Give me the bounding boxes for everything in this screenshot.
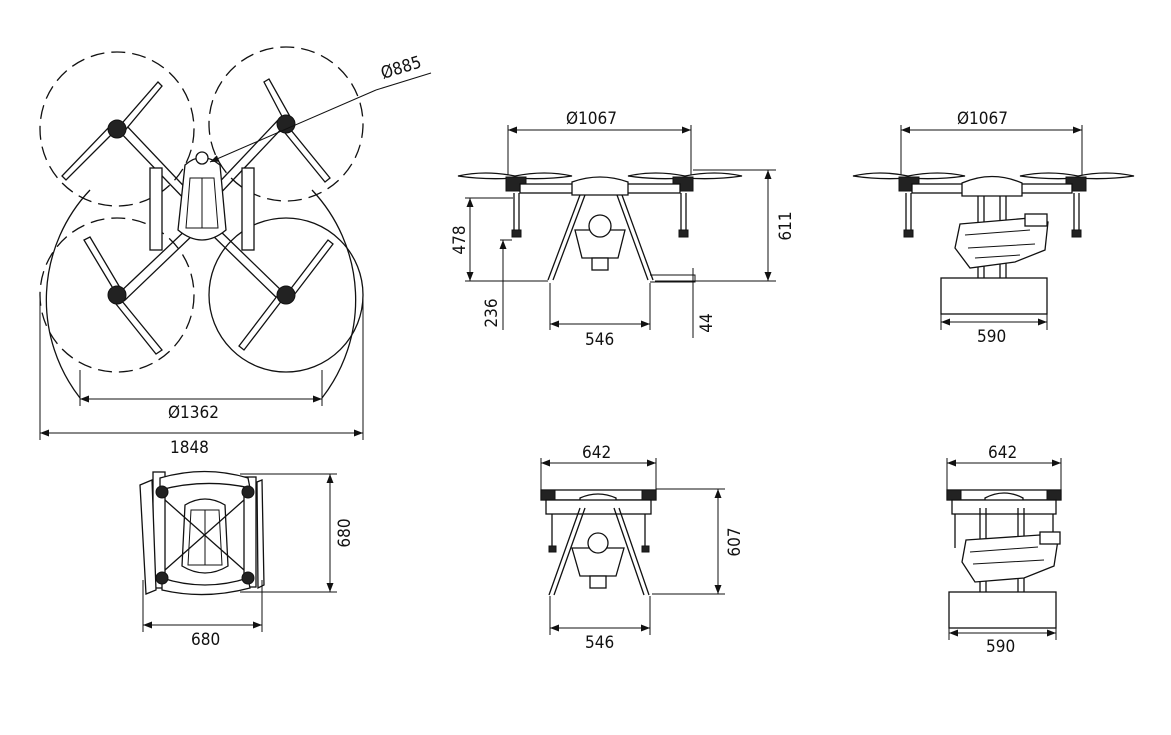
dim-leg-height: 44 [697,313,717,332]
landing-leg [613,507,645,596]
frame-rail-left [149,167,163,251]
motor [276,285,296,305]
dim-prop-diameter: Ø885 [379,53,424,84]
dim-overall-width: 1848 [170,438,209,458]
gps-module [195,151,209,165]
arm [214,225,287,296]
dim-motor-span: Ø1362 [168,403,219,423]
motor [107,285,127,305]
arm [116,225,191,296]
pump-motor [587,532,609,554]
propeller-right [627,172,743,180]
leader-prop-diameter [209,89,377,163]
folded-side-view: 642 590 [946,443,1062,657]
landing-leg [616,194,649,281]
motor [276,114,296,134]
top-view: Ø885 Ø1362 1848 [39,46,432,458]
side-view: Ø1067 590 [852,109,1135,347]
dim-body-height: 478 [450,225,470,254]
folded-top-view: 680 680 [139,470,355,650]
folded-blade-top [159,470,251,491]
airframe-body-panel [185,177,219,229]
motor-span-arc-right [311,189,357,399]
skid-tip [650,274,696,283]
pump-motor [588,214,612,238]
front-view: Ø1067 611 478 [450,109,796,350]
dim-front-motor-span: Ø1067 [566,109,617,129]
motor [241,485,255,499]
dim-folded-width: 680 [191,630,220,650]
folded-blade-bottom [161,577,251,596]
frame-rail-right [241,167,255,251]
dim-folded-front-arm-width: 642 [582,443,611,463]
arm [123,231,197,302]
propeller-right [1019,172,1135,180]
tank-base [948,591,1057,629]
folded-propeller-stack [951,499,1057,515]
motor-span-arc-left [45,189,91,399]
landing-leg [547,194,581,281]
dim-folded-tank-width: 590 [986,637,1015,657]
dim-folded-height: 680 [335,518,355,547]
dim-folded-side-arm-width: 642 [988,443,1017,463]
dim-ground-clearance: 236 [482,298,502,327]
tank-base [940,277,1048,315]
airframe-hub [961,175,1023,197]
dim-height: 611 [776,211,796,240]
airframe-hub [571,176,629,196]
propeller-circle-front-left [39,51,195,207]
propeller-left [457,172,573,180]
arm [214,123,287,200]
folded-blade [256,479,265,590]
motor [107,119,127,139]
motor [155,571,169,585]
dim-tank-width: 590 [977,327,1006,347]
dim-skid-width: 546 [585,330,614,350]
motor [241,571,255,585]
folded-propeller-stack [545,499,652,515]
dim-folded-skid-width: 546 [585,633,614,653]
arm [208,231,281,302]
arm [116,128,191,206]
folded-front-view: 642 607 546 [540,443,745,653]
propeller-left [852,172,966,180]
dim-side-motor-span: Ø1067 [957,109,1008,129]
motor [155,485,169,499]
landing-leg [548,507,581,596]
dim-folded-front-height: 607 [725,527,745,556]
propeller-circle-front-right [208,46,364,202]
folded-blade [139,479,157,595]
